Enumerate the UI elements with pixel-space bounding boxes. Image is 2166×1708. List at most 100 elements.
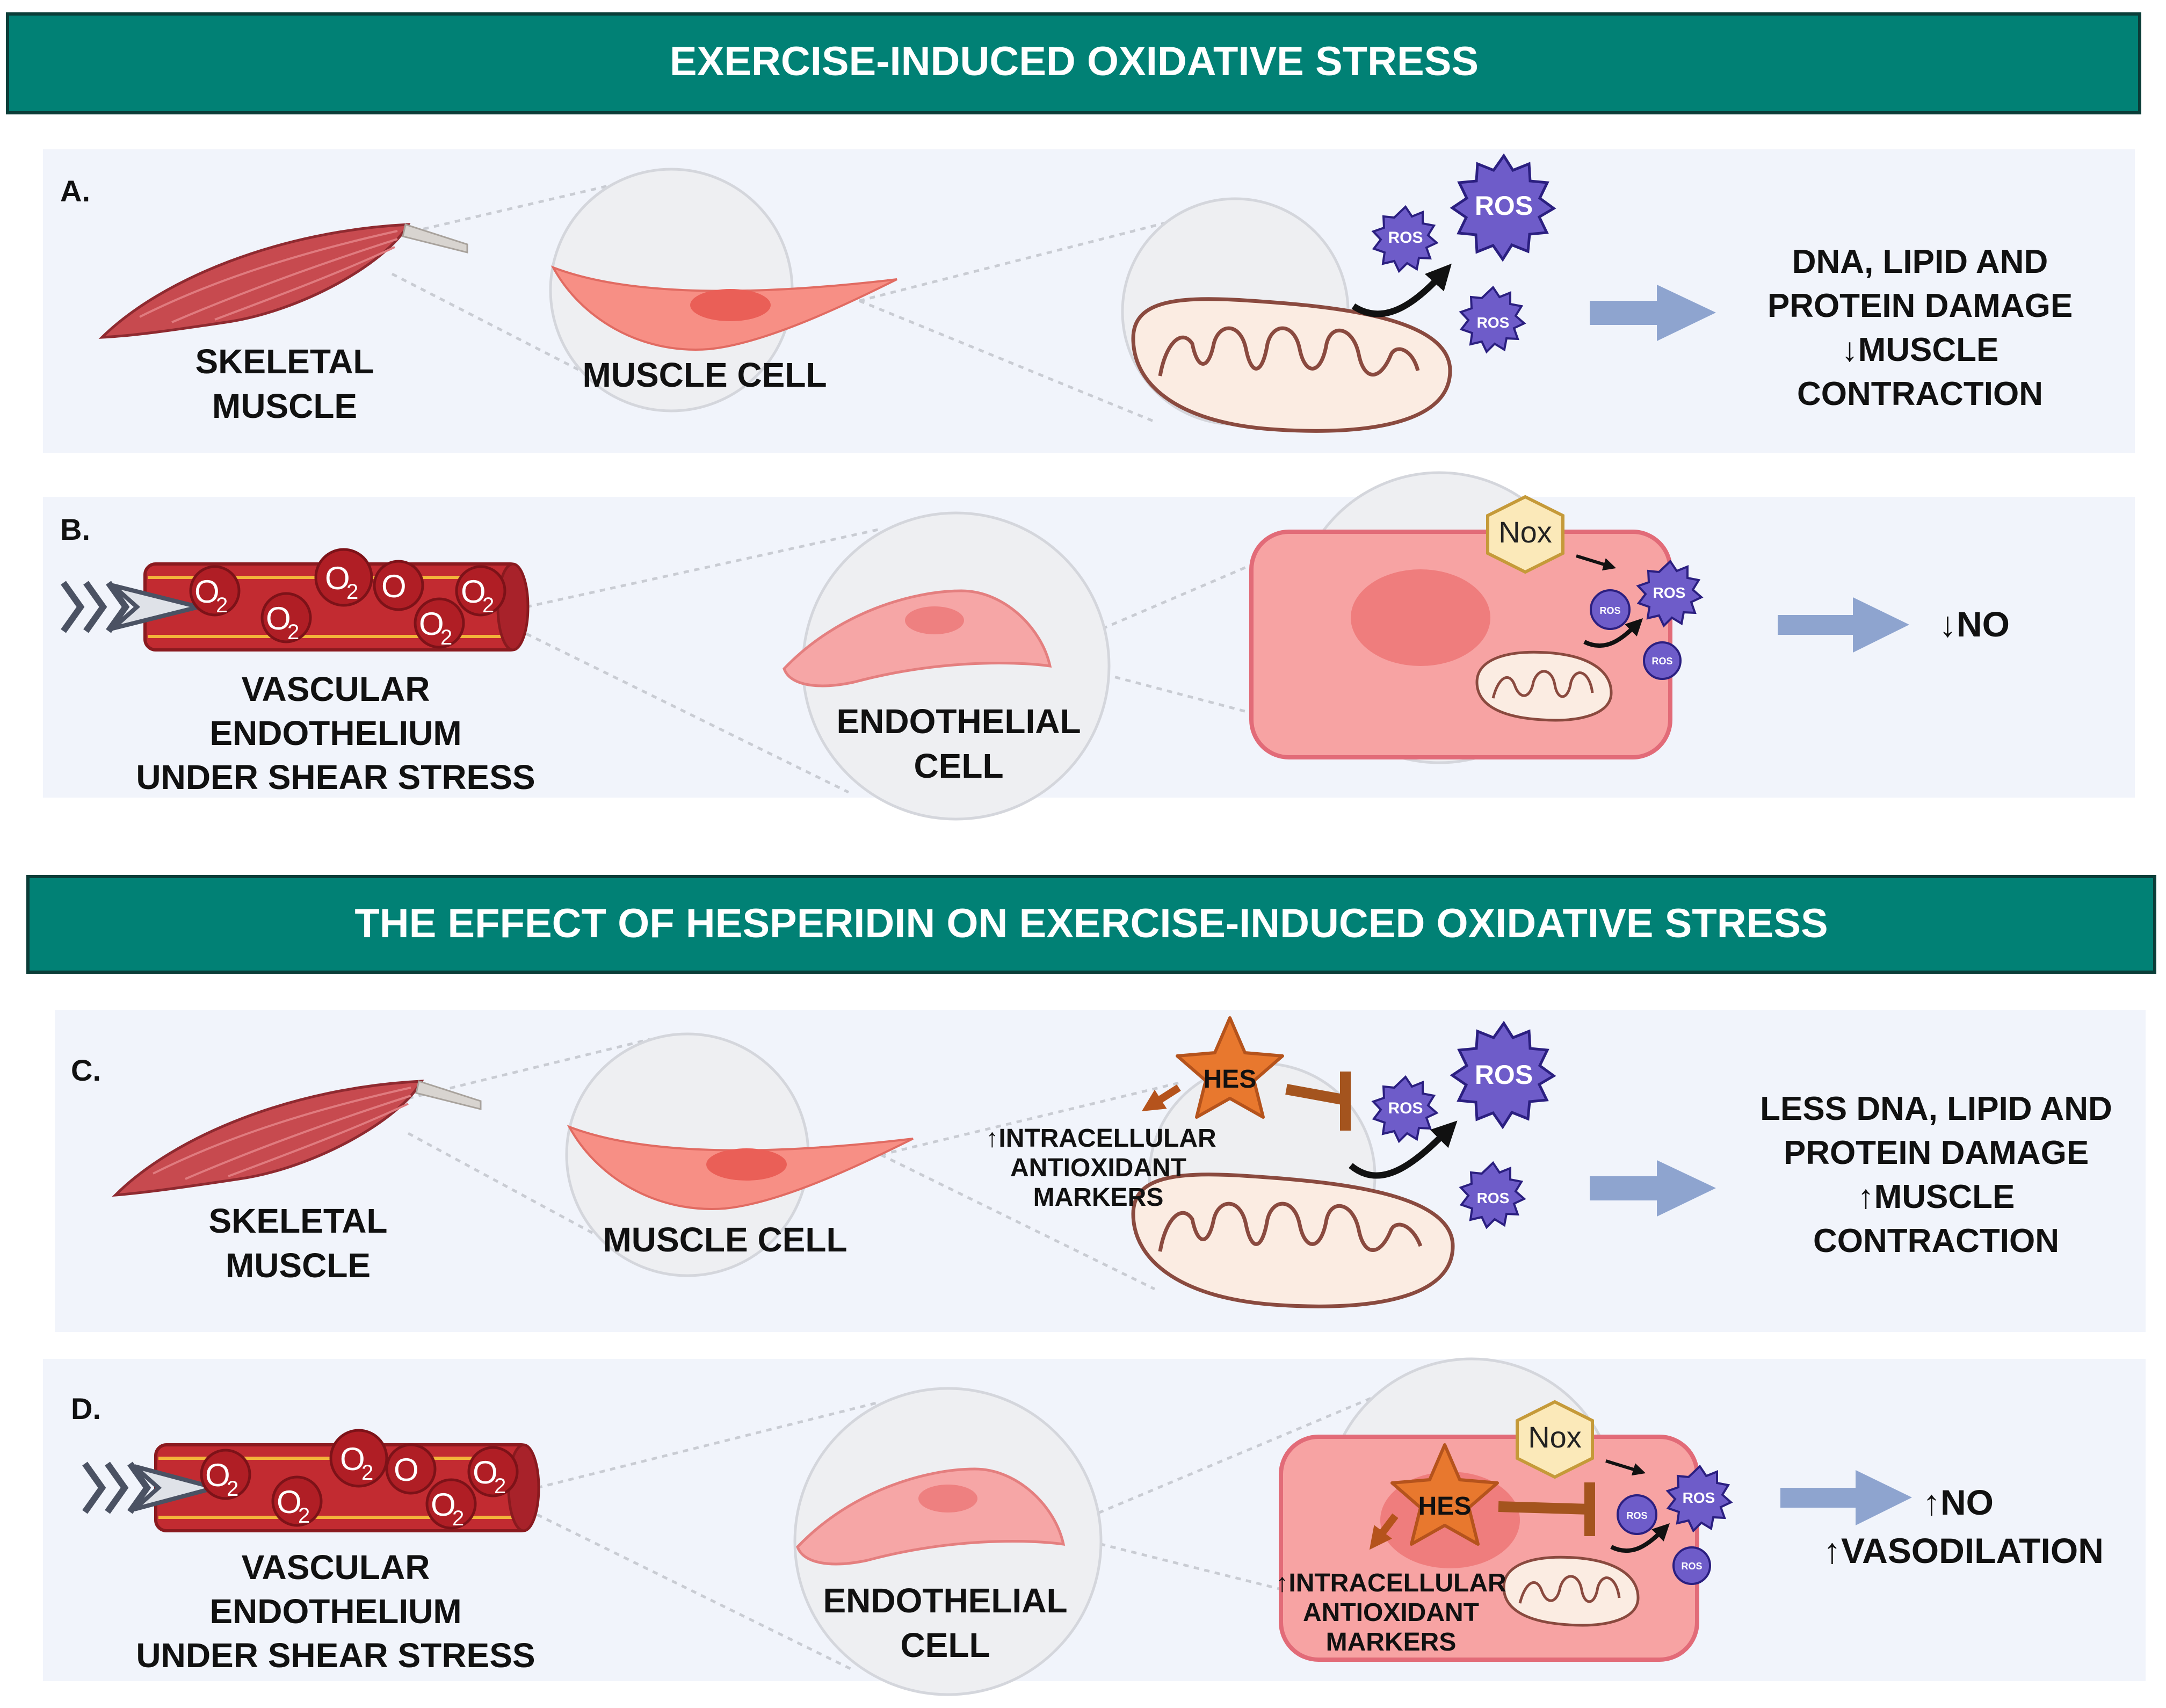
ros-generation-arrow-b xyxy=(1583,618,1643,648)
vessel-d-line2: ENDOTHELIUM xyxy=(209,1592,461,1631)
o2-label-b3: O xyxy=(325,560,350,596)
oxygen-labels-b: O 2 O 2 O 2 O O 2 O 2 xyxy=(194,560,494,649)
nox-arrow-d xyxy=(1605,1459,1646,1476)
outcome-b-line1: ↓NO xyxy=(1939,604,2010,644)
hes-inhibition-c xyxy=(1285,1072,1351,1131)
vessel-d-line1: VASCULAR xyxy=(242,1548,430,1587)
ros-icon-b2: ROS xyxy=(1590,589,1631,630)
panel-b-letter: B. xyxy=(60,512,90,546)
zoom-lines-c xyxy=(407,1038,1182,1291)
skeletal-muscle-label-line1: SKELETAL xyxy=(195,342,374,381)
outcome-c-line2: PROTEIN DAMAGE xyxy=(1784,1134,2089,1171)
mitochondrion-icon-a xyxy=(1131,297,1452,433)
outcome-a-line1: DNA, LIPID AND xyxy=(1792,243,2048,280)
panel-d-letter: D. xyxy=(71,1392,101,1425)
panel-d: D. O 2 O xyxy=(43,1357,2146,1696)
header-bottom-title: THE EFFECT OF HESPERIDIN ON EXERCISE-IND… xyxy=(354,901,1828,946)
nox-enzyme-d: Nox xyxy=(1516,1400,1594,1479)
o2-sub-d6: 2 xyxy=(494,1474,506,1498)
ros-label-c2: ROS xyxy=(1475,1060,1533,1090)
o2-label-b1: O xyxy=(194,574,220,610)
o2-sub-d1: 2 xyxy=(227,1477,238,1501)
outcome-c-line1: LESS DNA, LIPID AND xyxy=(1760,1090,2112,1127)
nox-enzyme-b: Nox xyxy=(1486,495,1564,574)
shear-flow-icon-b xyxy=(61,581,199,633)
skeletal-muscle-c-line1: SKELETAL xyxy=(208,1202,387,1240)
o2-label-b4: O xyxy=(381,568,407,604)
zoom-lines-d xyxy=(536,1381,1408,1672)
nucleus-b xyxy=(1351,569,1490,666)
shear-flow-icon-d xyxy=(82,1461,223,1514)
ros-label-a1: ROS xyxy=(1388,229,1423,247)
ros-icon-large-c: ROS xyxy=(1450,1021,1556,1130)
vessel-b-line3: UNDER SHEAR STRESS xyxy=(136,758,535,797)
muscle-cell-c-label: MUSCLE CELL xyxy=(603,1220,847,1259)
nox-label-d: Nox xyxy=(1528,1420,1582,1454)
marker-c-line3: MARKERS xyxy=(1033,1183,1164,1212)
ros-icon-small-a1: ROS xyxy=(1371,205,1439,273)
o2-label-d1: O xyxy=(205,1457,230,1493)
vessel-d-line3: UNDER SHEAR STRESS xyxy=(136,1636,535,1675)
o2-sub-b1: 2 xyxy=(216,594,228,617)
endothelial-cell-d-line1: ENDOTHELIAL xyxy=(823,1581,1067,1620)
ros-label-d1: ROS xyxy=(1683,1489,1715,1506)
outcome-arrow-b xyxy=(1778,597,1909,653)
o2-label-d3: O xyxy=(340,1441,365,1477)
muscle-cell-icon-c xyxy=(567,1125,914,1210)
outcome-d-line2: ↑VASODILATION xyxy=(1823,1531,2104,1571)
nox-arrow-b xyxy=(1576,554,1617,571)
outcome-d-line1: ↑NO xyxy=(1923,1482,1994,1522)
hesperidin-icon-d: HES xyxy=(1390,1443,1499,1546)
hesperidin-icon-c: HES xyxy=(1176,1016,1284,1119)
outcome-arrow-d xyxy=(1780,1470,1912,1525)
marker-d-line2: ANTIOXIDANT xyxy=(1303,1598,1479,1627)
ros-icon-small-c1: ROS xyxy=(1371,1075,1439,1144)
header-top-title: EXERCISE-INDUCED OXIDATIVE STRESS xyxy=(670,39,1479,84)
endothelial-cell-icon-b xyxy=(783,589,1052,687)
marker-d-line1: ↑INTRACELLULAR xyxy=(1276,1569,1506,1597)
o2-sub-b3: 2 xyxy=(346,580,358,604)
endothelial-cell-icon-d xyxy=(796,1467,1066,1566)
outcome-a-line2: PROTEIN DAMAGE xyxy=(1767,287,2073,324)
ros-generation-arrow-a xyxy=(1351,263,1452,317)
o2-label-b6: O xyxy=(461,574,486,610)
ros-icon-d3: ROS xyxy=(1672,1546,1711,1585)
ros-label-c3: ROS xyxy=(1477,1190,1510,1206)
ros-label-b3: ROS xyxy=(1651,656,1672,667)
o2-sub-d2: 2 xyxy=(298,1504,310,1528)
mitochondrion-icon-c xyxy=(1131,1173,1455,1308)
outcome-c-line4: CONTRACTION xyxy=(1813,1222,2059,1260)
oxygen-molecules-d xyxy=(200,1429,519,1530)
vessel-b-line1: VASCULAR xyxy=(242,670,430,708)
ros-icon-d2: ROS xyxy=(1617,1494,1657,1535)
endothelial-cell-b-line1: ENDOTHELIAL xyxy=(836,702,1081,741)
mitochondrion-icon-d xyxy=(1502,1555,1640,1627)
skeletal-muscle-icon-c xyxy=(112,1080,482,1197)
panel-a-letter: A. xyxy=(60,174,90,208)
panel-a-background xyxy=(43,149,2135,453)
panel-c: C. SKELETAL MUSCLE MUSCLE CELL xyxy=(55,1010,2146,1332)
ros-label-b2: ROS xyxy=(1599,605,1620,616)
o2-sub-b2: 2 xyxy=(287,620,299,644)
oxygen-labels-d: O 2 O 2 O 2 O O 2 O 2 xyxy=(205,1441,506,1530)
hes-inhibition-d xyxy=(1498,1482,1595,1536)
ros-label-d2: ROS xyxy=(1626,1510,1647,1521)
ros-icon-b1: ROS xyxy=(1636,559,1704,628)
ros-icon-d1: ROS xyxy=(1665,1464,1733,1533)
vessel-b-line2: ENDOTHELIUM xyxy=(209,714,461,752)
header-bottom: THE EFFECT OF HESPERIDIN ON EXERCISE-IND… xyxy=(26,875,2156,974)
hes-antioxidant-arrow-d xyxy=(1369,1513,1399,1550)
ros-generation-arrow-c xyxy=(1349,1120,1458,1179)
muscle-cell-label: MUSCLE CELL xyxy=(582,356,827,394)
outcome-a-line4: CONTRACTION xyxy=(1797,375,2043,412)
o2-sub-b5: 2 xyxy=(440,626,452,649)
mitochondrion-icon-b xyxy=(1475,650,1613,722)
panel-c-background xyxy=(55,1010,2146,1332)
ros-label-d3: ROS xyxy=(1681,1561,1702,1572)
header-top: EXERCISE-INDUCED OXIDATIVE STRESS xyxy=(6,12,2141,114)
o2-label-d6: O xyxy=(473,1454,498,1490)
skeletal-muscle-icon xyxy=(98,223,468,339)
ros-generation-arrow-d xyxy=(1610,1523,1670,1553)
ros-label-b1: ROS xyxy=(1653,584,1686,601)
